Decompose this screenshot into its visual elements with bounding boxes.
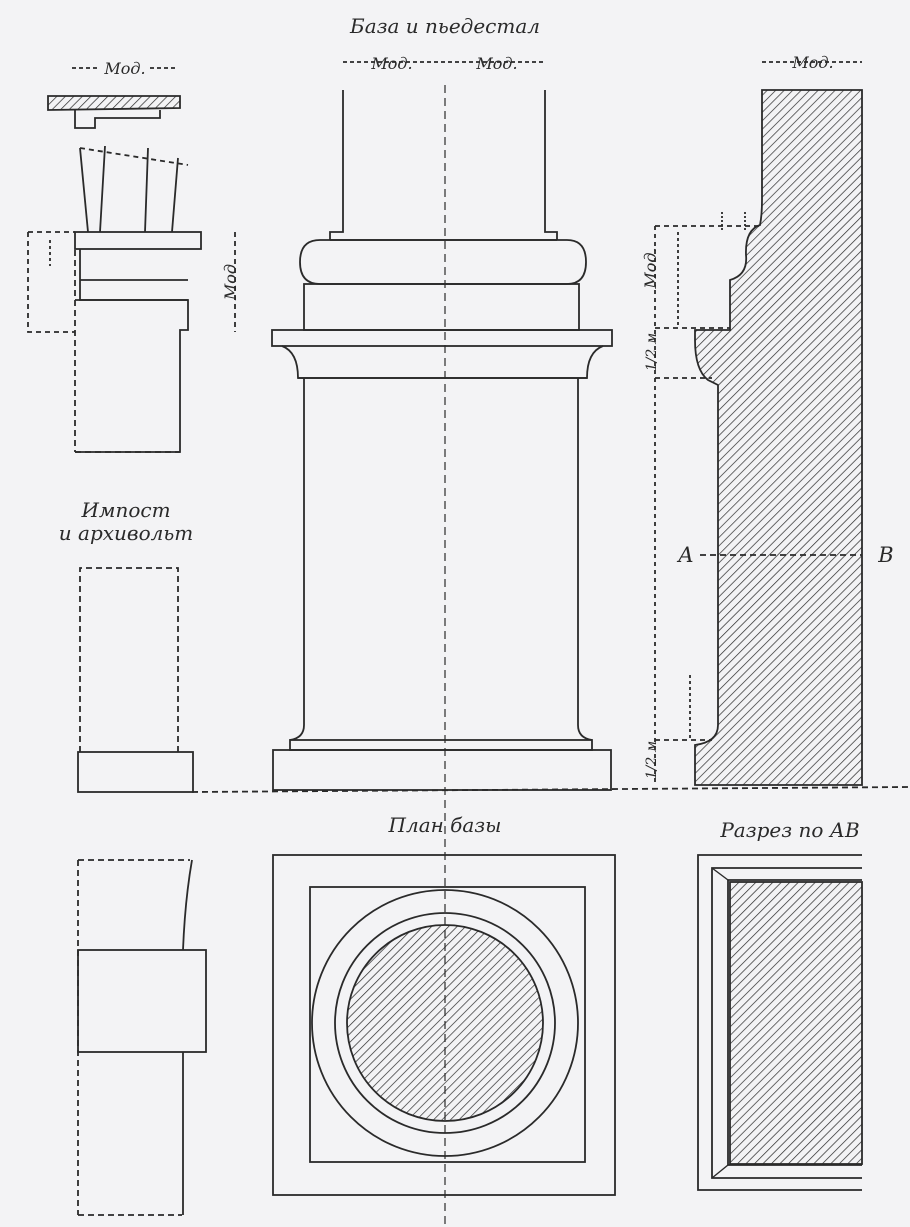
half-m-upper: 1/2 м (644, 333, 660, 372)
mod-vertical-left: Мод (221, 264, 240, 301)
mod-label-topright: Мод. (791, 53, 833, 72)
section-title: Разрез по АВ (719, 818, 859, 842)
impost-elevation (77, 567, 910, 793)
impost-title-line1: Импост (80, 498, 170, 522)
base-plan (272, 854, 616, 1196)
labels: База и пьедестал Мод. Мод. Мод. Мод. Мод… (59, 14, 894, 842)
mod-label-right: Мод. (475, 54, 517, 73)
point-a-label: А (676, 543, 694, 567)
plan-title: План базы (388, 813, 502, 837)
mod-label-topleft: Мод. (103, 59, 145, 78)
impost-title-line2: и архивольт (59, 521, 193, 545)
wall-section (654, 61, 863, 786)
mod-label-left: Мод. (370, 54, 412, 73)
half-m-lower: 1/2 м (644, 741, 660, 780)
point-b-label: В (877, 543, 893, 567)
impost-top-fragment (27, 67, 236, 453)
mod-vertical-right: Мод. (641, 247, 660, 289)
section-ab (697, 854, 863, 1191)
base-title: База и пьедестал (349, 14, 540, 38)
impost-plan (77, 859, 207, 1216)
